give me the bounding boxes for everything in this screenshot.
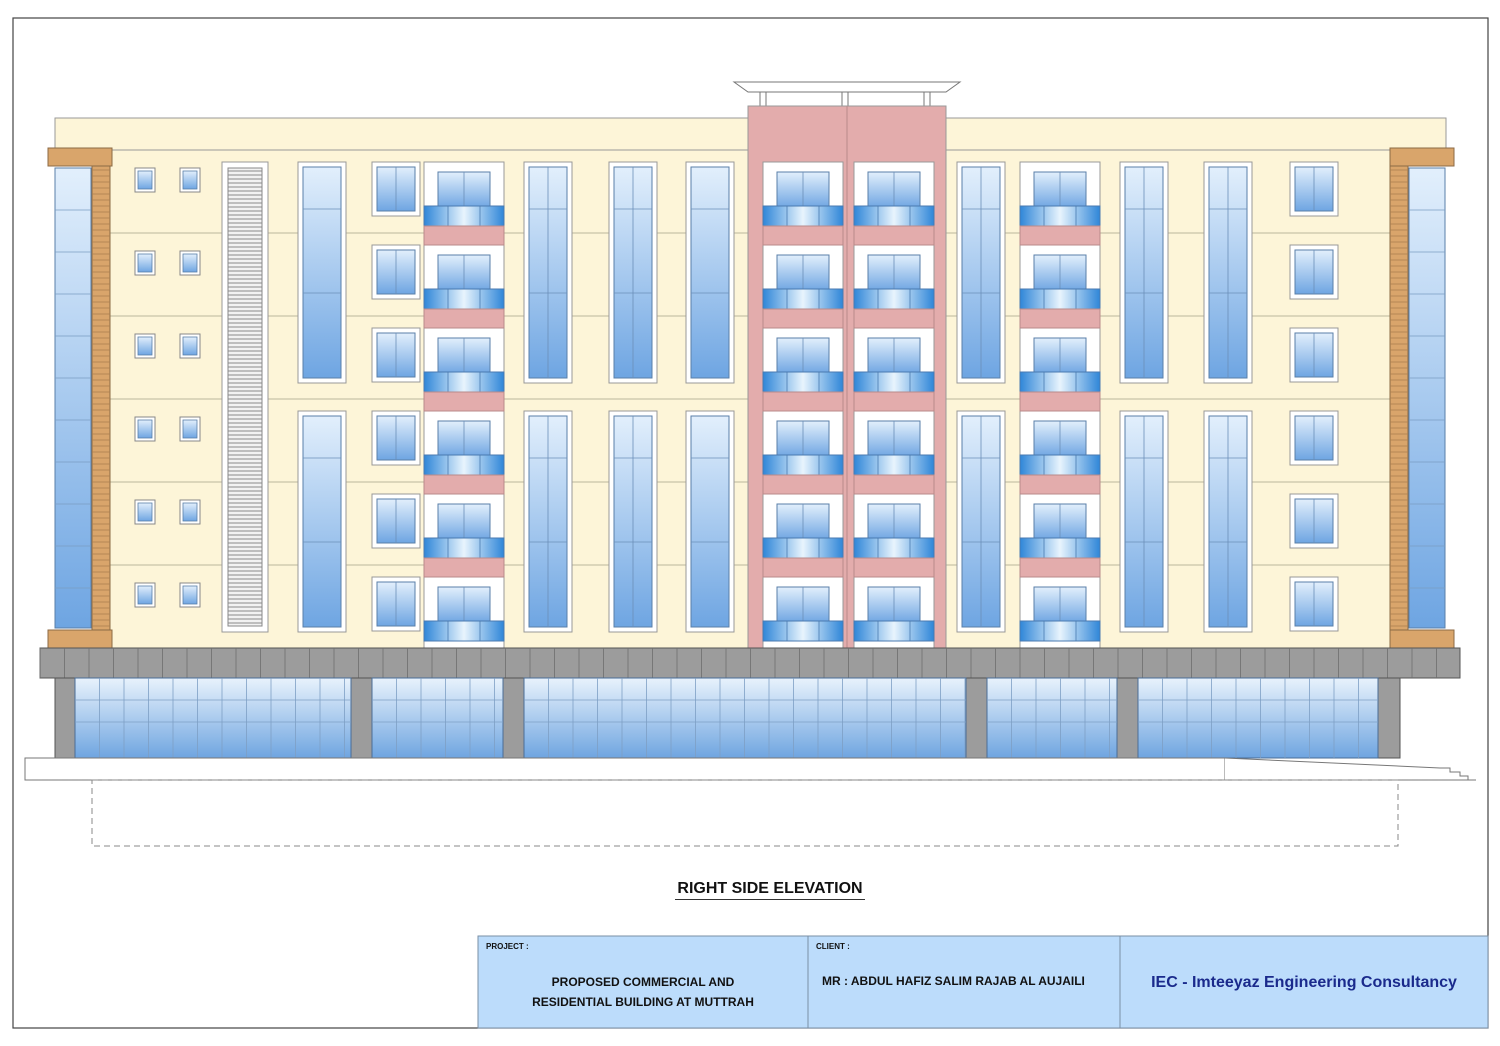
tall-windows: [297, 161, 1253, 633]
shop-front-glass: [371, 677, 504, 759]
small-window-glass: [182, 253, 198, 273]
small-windows: [134, 167, 201, 608]
balcony-rail: [853, 620, 935, 642]
balcony-rail: [853, 537, 935, 559]
balcony-slab: [762, 308, 844, 329]
corner-glass: [54, 167, 92, 629]
balcony-rail: [1019, 371, 1101, 393]
balcony-slab: [423, 474, 505, 495]
podium-fascia: [39, 647, 1461, 679]
shop-front-glass: [1137, 677, 1379, 759]
tall-window-glass: [302, 415, 342, 628]
balcony-slab: [1019, 474, 1101, 495]
project-line-1: PROPOSED COMMERCIAL AND: [551, 975, 735, 989]
balcony-rail: [1019, 205, 1101, 227]
corner-cap: [1389, 147, 1455, 167]
balcony-rail: [423, 537, 505, 559]
balcony-rail: [1019, 537, 1101, 559]
balcony-rail: [1019, 454, 1101, 476]
balcony-slab: [853, 474, 935, 495]
shop-front-glass: [986, 677, 1118, 759]
balcony-bays: [423, 161, 1101, 649]
shop-fronts: [74, 677, 1379, 759]
balcony-slab: [853, 557, 935, 578]
project-line-2: RESIDENTIAL BUILDING AT MUTTRAH: [532, 995, 754, 1009]
corner-column-left: [47, 147, 113, 649]
plinth: [24, 757, 1476, 781]
balcony-rail: [853, 288, 935, 310]
title-block-frame: [477, 935, 1489, 1029]
balcony-rail: [1019, 288, 1101, 310]
tall-window-glass: [690, 166, 730, 379]
project-name: PROPOSED COMMERCIAL AND RESIDENTIAL BUIL…: [478, 972, 808, 1012]
small-window-glass: [137, 170, 153, 190]
balcony-slab: [1019, 391, 1101, 412]
project-label: PROJECT :: [486, 942, 529, 951]
balcony-slab: [423, 391, 505, 412]
square-windows: [371, 161, 1339, 632]
balcony-rail: [762, 205, 844, 227]
shop-front-glass: [74, 677, 352, 759]
small-window-glass: [137, 502, 153, 522]
balcony-slab: [1019, 225, 1101, 246]
ventilation-grill: [221, 161, 269, 633]
small-window-glass: [137, 585, 153, 605]
balcony-slab: [1019, 308, 1101, 329]
small-window-glass: [182, 336, 198, 356]
balcony-slab: [853, 308, 935, 329]
balcony-rail: [762, 288, 844, 310]
small-window-glass: [137, 419, 153, 439]
corner-base: [47, 629, 113, 649]
balcony-slab: [853, 225, 935, 246]
drawing-title-text: RIGHT SIDE ELEVATION: [675, 880, 865, 900]
balcony-rail: [423, 371, 505, 393]
balcony-rail: [423, 205, 505, 227]
balcony-rail: [762, 371, 844, 393]
small-window-glass: [182, 170, 198, 190]
balcony-rail: [423, 288, 505, 310]
consultant-name: IEC - Imteeyaz Engineering Consultancy: [1151, 974, 1457, 991]
balcony-slab: [762, 557, 844, 578]
balcony-rail: [1019, 620, 1101, 642]
balcony-rail: [762, 620, 844, 642]
balcony-rail: [423, 620, 505, 642]
balcony-slab: [762, 474, 844, 495]
balcony-slab: [423, 557, 505, 578]
balcony-rail: [762, 454, 844, 476]
balcony-rail: [853, 454, 935, 476]
corner-column-right: [1389, 147, 1455, 649]
balcony-slab: [1019, 557, 1101, 578]
balcony-slab: [853, 391, 935, 412]
foundation-outline: [91, 779, 1399, 847]
client-label: CLIENT :: [816, 942, 850, 951]
small-window-glass: [182, 419, 198, 439]
small-window-glass: [182, 502, 198, 522]
corner-cap: [47, 147, 113, 167]
client-name: MR : ABDUL HAFIZ SALIM RAJAB AL AUJAILI: [822, 974, 1085, 988]
corner-glass: [1408, 167, 1446, 629]
shop-front-glass: [523, 677, 967, 759]
balcony-rail: [853, 371, 935, 393]
corner-base: [1389, 629, 1455, 649]
balcony-slab: [762, 391, 844, 412]
title-block-project: PROJECT : PROPOSED COMMERCIAL AND RESIDE…: [478, 936, 808, 1028]
small-window-glass: [137, 253, 153, 273]
balcony-rail: [762, 537, 844, 559]
balcony-rail: [853, 205, 935, 227]
drawing-title: RIGHT SIDE ELEVATION: [620, 880, 920, 900]
roof-canopy: [732, 81, 962, 107]
title-block-client: CLIENT : MR : ABDUL HAFIZ SALIM RAJAB AL…: [808, 936, 1120, 1028]
small-window-glass: [182, 585, 198, 605]
balcony-slab: [762, 225, 844, 246]
balcony-rail: [423, 454, 505, 476]
balcony-slab: [423, 308, 505, 329]
small-window-glass: [137, 336, 153, 356]
tall-window-glass: [690, 415, 730, 628]
title-block-consultant: IEC - Imteeyaz Engineering Consultancy: [1120, 936, 1488, 1028]
balcony-slab: [423, 225, 505, 246]
tall-window-glass: [302, 166, 342, 379]
